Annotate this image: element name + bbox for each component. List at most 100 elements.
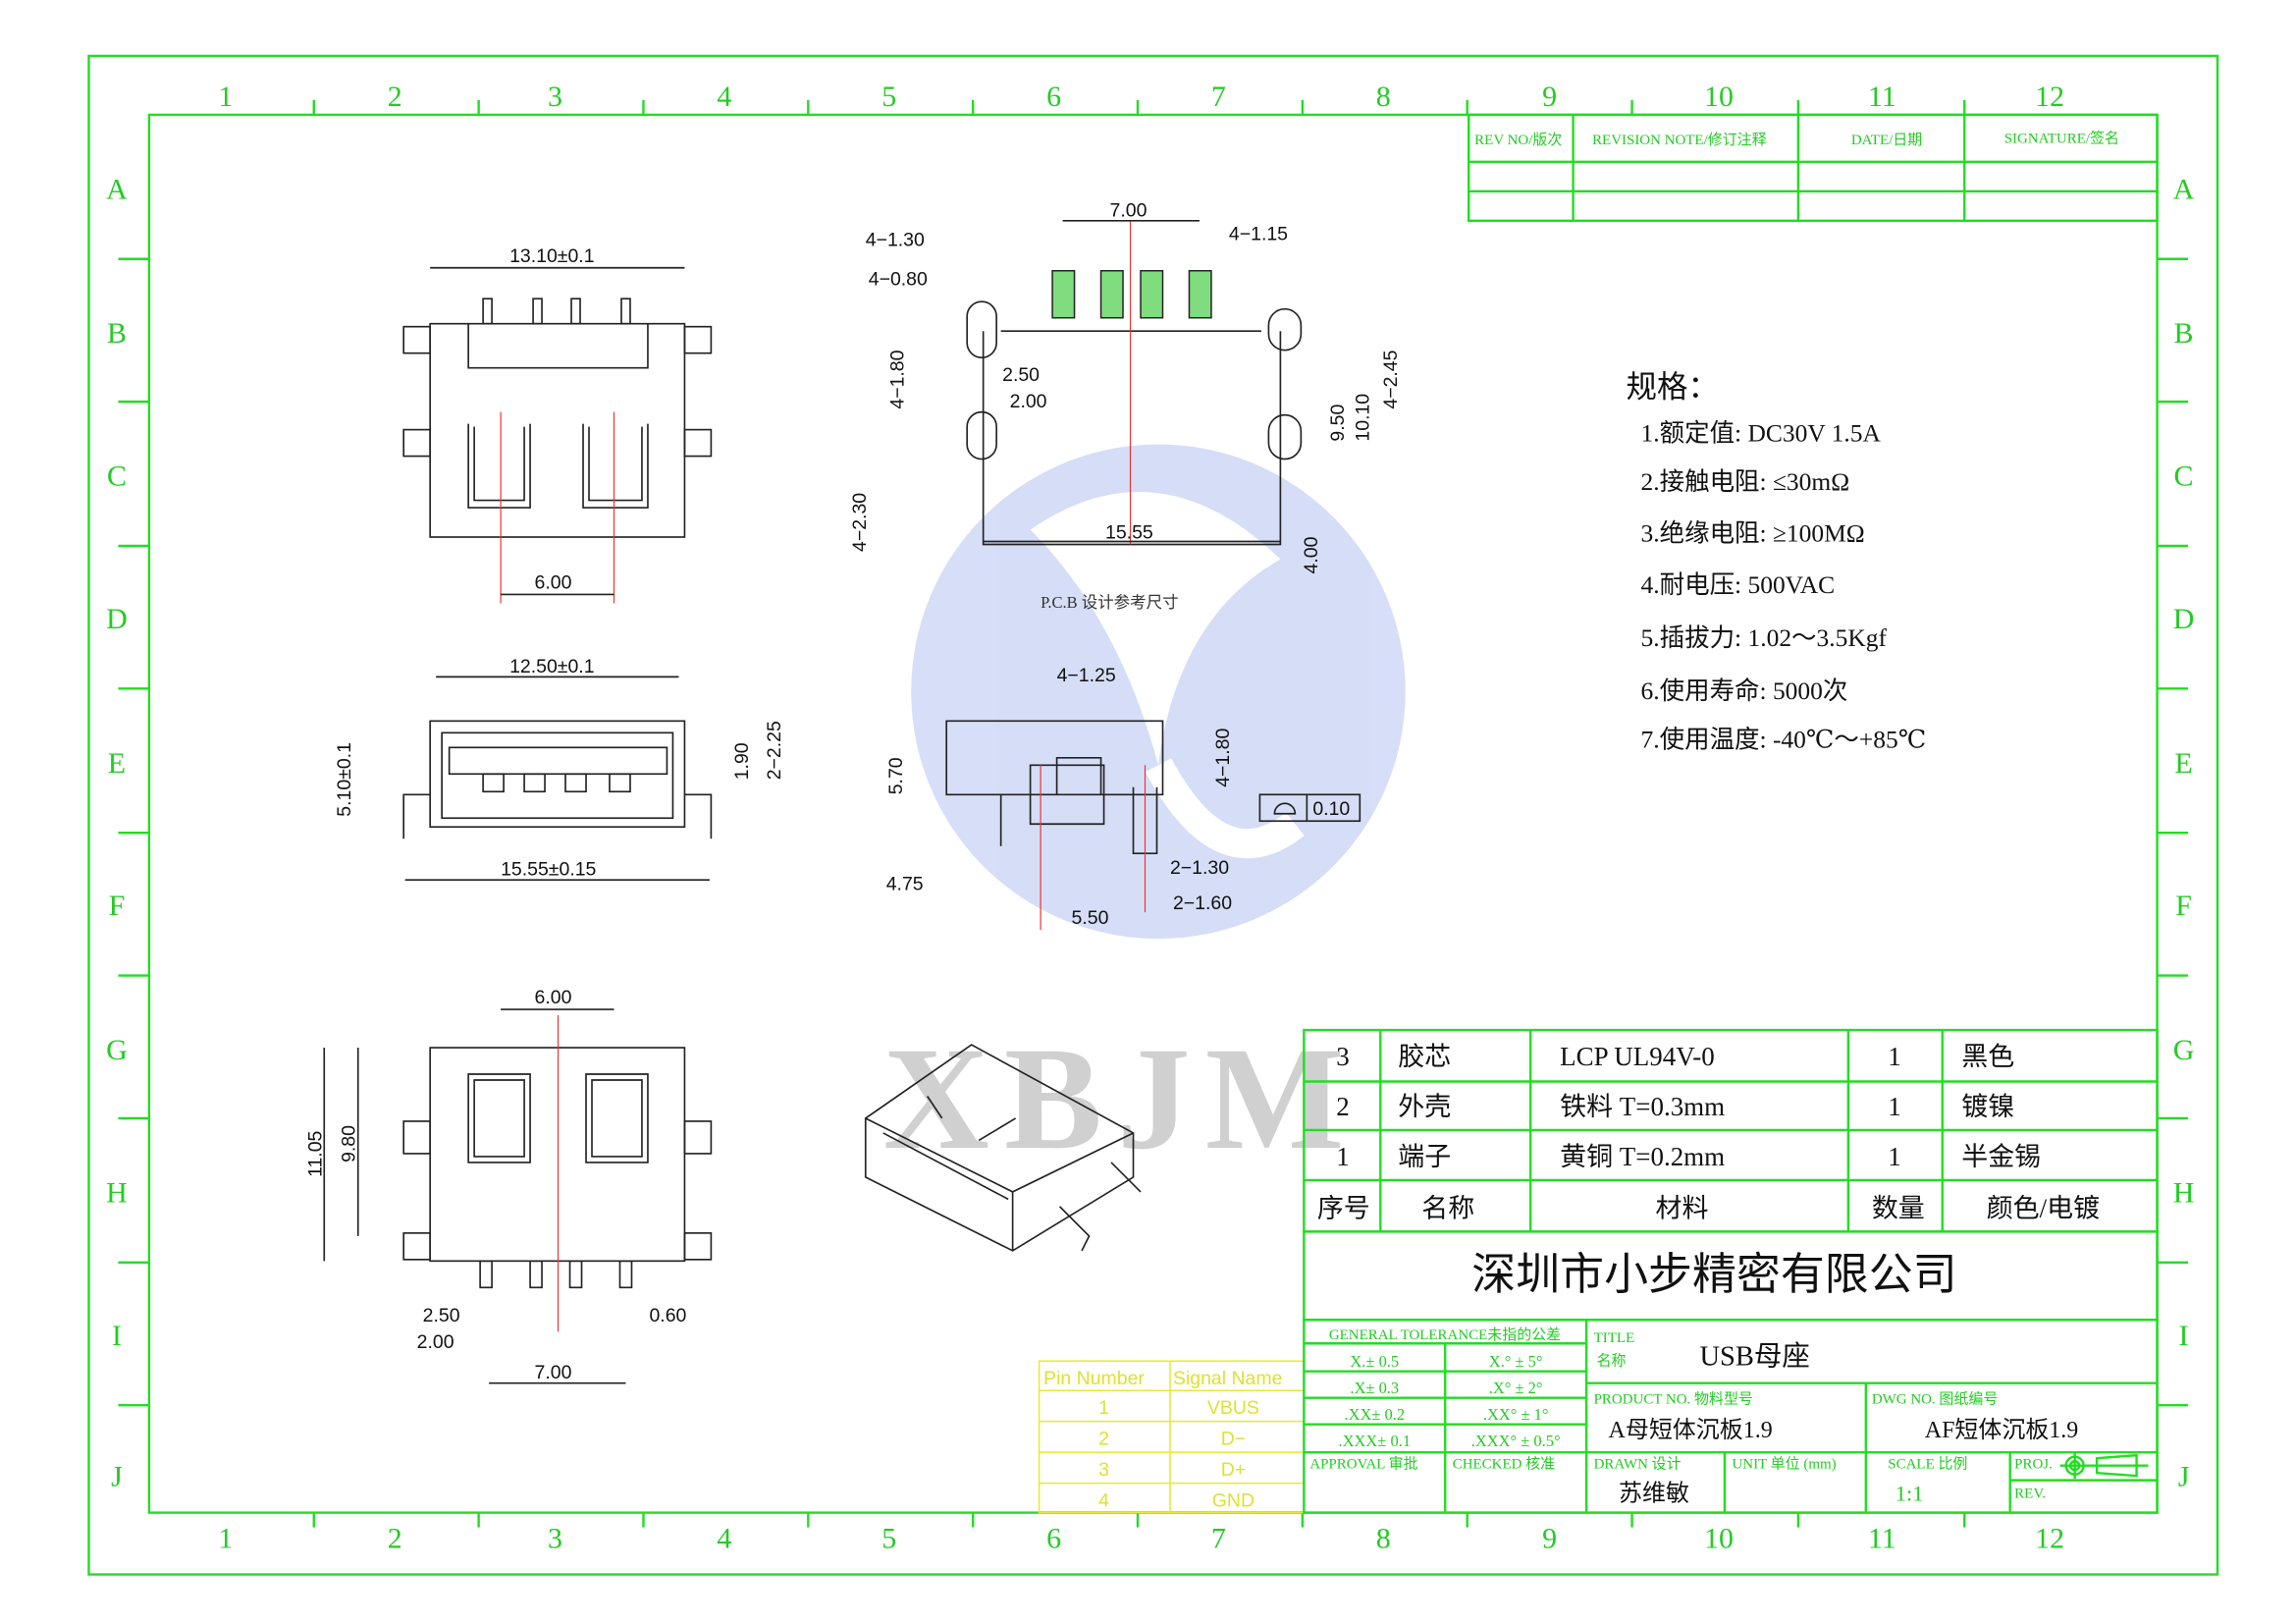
signal-name: D− <box>1221 1429 1246 1450</box>
column-number: 2 <box>388 1523 402 1555</box>
dimension-label: 名称 <box>1597 1353 1627 1370</box>
dimension-label: 6.00 <box>535 571 572 593</box>
dimension-label: CHECKED 核准 <box>1453 1456 1555 1473</box>
dimension-label: 2−1.60 <box>1173 893 1232 914</box>
dimension-label: PRODUCT NO. 物料型号 <box>1594 1391 1753 1408</box>
isometric-view <box>864 1044 1142 1252</box>
bom-header-qty: 数量 <box>1872 1193 1925 1222</box>
dimension-label: 13.10±0.1 <box>509 245 594 267</box>
dimension-label: 15.55 <box>1105 522 1153 544</box>
dimension-label: 4.75 <box>886 874 924 895</box>
column-number: 10 <box>1704 1523 1734 1555</box>
column-number: 5 <box>881 81 896 113</box>
dimension-label: 2−2.25 <box>764 721 785 780</box>
dimension-label: 0.10 <box>1312 798 1350 820</box>
bom-finish: 镀镍 <box>1961 1092 2014 1121</box>
tolerance-linear: X.± 0.5 <box>1350 1352 1399 1371</box>
dimension-label: 2−1.30 <box>1170 857 1229 879</box>
dimension-label: 4−1.30 <box>866 229 925 250</box>
dimension-label: 4−2.45 <box>1380 350 1402 408</box>
column-number: 6 <box>1046 81 1061 113</box>
row-letter: D <box>106 603 128 635</box>
specs-title: 规格： <box>1627 370 1719 405</box>
dimension-label: 9.50 <box>1327 405 1349 442</box>
bottom-view: 6.00 11.05 9.80 2.50 2.00 0.60 7.00 <box>304 987 713 1384</box>
rev-no-header: REV NO/版次 <box>1474 132 1562 148</box>
dimension-label: 5.50 <box>1072 907 1109 929</box>
row-letter: D <box>2173 603 2195 635</box>
dwg-no-value: AF短体沉板1.9 <box>1925 1417 2078 1443</box>
spec-item: 2.接触电阻: ≤30mΩ <box>1641 467 1850 496</box>
column-number: 7 <box>1211 1523 1226 1555</box>
dimension-label: 4−0.80 <box>869 269 928 291</box>
spec-item: 5.插拔力: 1.02～3.5Kgf <box>1641 623 1888 652</box>
dimension-label: GENERAL TOLERANCE未指的公差 <box>1329 1326 1561 1343</box>
date-header: DATE/日期 <box>1851 132 1922 148</box>
side-view: 4−1.25 5.70 4−1.80 0.10 2−1.30 2−1.60 4.… <box>885 665 1362 931</box>
row-letter: J <box>111 1461 123 1493</box>
pin-number: 3 <box>1098 1459 1109 1481</box>
dimension-label: 5.10±0.1 <box>334 742 355 817</box>
dimension-label: UNIT 单位 (mm) <box>1732 1456 1836 1473</box>
dimension-label: 7.00 <box>1110 199 1148 221</box>
column-number: 8 <box>1376 1523 1391 1555</box>
bom-material: 铁料 T=0.3mm <box>1560 1092 1725 1121</box>
row-letter: B <box>2174 317 2194 350</box>
dimension-label: 5.70 <box>885 757 907 794</box>
revision-table: REV NO/版次 REVISION NOTE/修订注释 DATE/日期 SIG… <box>1468 113 2159 222</box>
column-number: 6 <box>1046 1523 1061 1555</box>
dimension-label: 12.50±0.1 <box>509 656 594 677</box>
outer-border <box>87 54 2219 1576</box>
column-number: 3 <box>548 81 562 113</box>
row-letter: F <box>109 890 126 922</box>
bom-finish: 半金锡 <box>1961 1142 2041 1171</box>
bom-header-finish: 颜色/电镀 <box>1987 1193 2100 1222</box>
column-number: 12 <box>2035 81 2064 113</box>
top-view: 13.10±0.1 6.00 <box>402 245 713 604</box>
column-number: 10 <box>1704 81 1734 113</box>
dimension-label: 2.00 <box>417 1331 454 1353</box>
row-letter: C <box>2174 460 2194 493</box>
row-letter: G <box>106 1034 128 1066</box>
dimension-label: 0.60 <box>649 1305 686 1326</box>
column-number: 4 <box>717 1523 731 1555</box>
row-letter: E <box>2174 747 2192 780</box>
product-no-value: A母短体沉板1.9 <box>1609 1417 1773 1443</box>
row-letter: E <box>108 747 126 780</box>
drawn-value: 苏维敏 <box>1619 1481 1689 1507</box>
company-name: 深圳市小步精密有限公司 <box>1471 1250 1956 1299</box>
dimension-label: 10.10 <box>1352 394 1373 442</box>
spec-item: 1.额定值: DC30V 1.5A <box>1641 419 1882 448</box>
row-letter: I <box>112 1320 122 1352</box>
bom-name: 胶芯 <box>1398 1042 1451 1071</box>
bom-no: 3 <box>1336 1042 1349 1071</box>
dimension-label: SCALE 比例 <box>1888 1456 1967 1473</box>
watermark-logo <box>911 444 1406 940</box>
dimension-label: TITLE <box>1594 1330 1635 1346</box>
row-letter: B <box>107 317 127 350</box>
tolerance-linear: .X± 0.3 <box>1350 1379 1399 1397</box>
dimension-label: REV. <box>2014 1487 2046 1502</box>
row-letter: F <box>2175 890 2192 922</box>
row-letter: C <box>107 460 127 493</box>
dimension-label: Pin Number <box>1043 1368 1145 1389</box>
tolerance-linear: .XXX± 0.1 <box>1339 1432 1412 1450</box>
row-letter: I <box>2179 1320 2189 1352</box>
pin-number: 4 <box>1098 1490 1109 1512</box>
signal-name: GND <box>1212 1490 1255 1512</box>
dimension-label: 4.00 <box>1301 536 1322 573</box>
tolerance-angular: .X° ± 2° <box>1489 1379 1543 1397</box>
column-number: 1 <box>218 1523 233 1555</box>
tolerance-angular: .XX° ± 1° <box>1483 1405 1549 1424</box>
dimension-label: Signal Name <box>1173 1368 1282 1389</box>
dimension-label: 1.90 <box>731 742 753 780</box>
column-number: 3 <box>548 1523 562 1555</box>
column-number: 9 <box>1542 1523 1557 1555</box>
bom-material: 黄铜 T=0.2mm <box>1560 1142 1725 1171</box>
column-number: 12 <box>2035 1523 2064 1555</box>
front-view: 12.50±0.1 5.10±0.1 1.90 2−2.25 15.55±0.1… <box>334 656 785 882</box>
